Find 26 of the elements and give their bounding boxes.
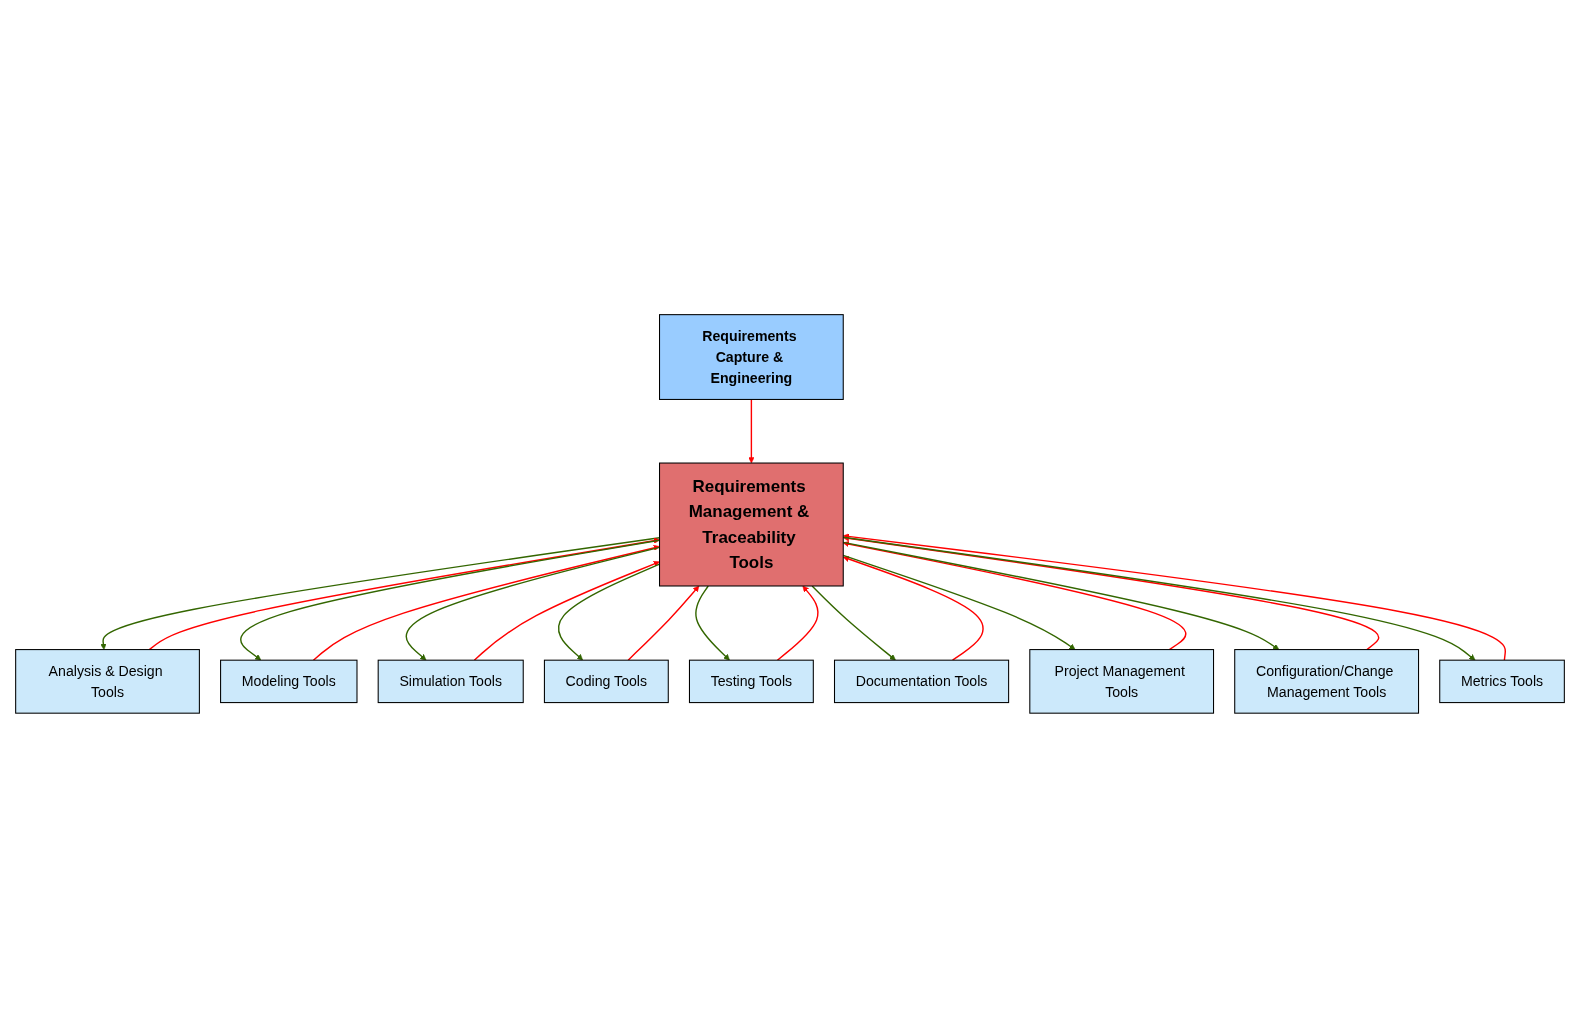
node-box: Simulation Tools [377, 659, 524, 704]
arrow [842, 541, 1279, 650]
node-box: Configuration/Change Management Tools [1233, 649, 1419, 714]
arrow [747, 398, 754, 464]
arrow [842, 556, 984, 661]
node-box: Project Management Tools [1028, 649, 1214, 714]
node-box: Analysis & Design Tools [14, 649, 200, 714]
node-box: Requirements Capture & Engineering [658, 314, 844, 401]
arrow [810, 585, 896, 661]
arrow [473, 561, 660, 661]
arrow [312, 544, 660, 661]
node-box: Requirements Management & Traceability Tools [658, 462, 844, 587]
node-box: Testing Tools [688, 659, 814, 704]
arrow [842, 535, 1379, 651]
arrow [239, 539, 660, 661]
node-box: Modeling Tools [219, 659, 357, 704]
node-box: Coding Tools [543, 659, 669, 704]
node-box: Documentation Tools [833, 659, 1009, 704]
arrow [842, 541, 1186, 651]
arrow [694, 585, 730, 661]
arrow [776, 585, 819, 661]
arrow [626, 585, 699, 661]
arrow [557, 563, 660, 661]
node-box: Metrics Tools [1438, 659, 1565, 704]
arrow [842, 554, 1075, 650]
arrow [405, 546, 660, 661]
